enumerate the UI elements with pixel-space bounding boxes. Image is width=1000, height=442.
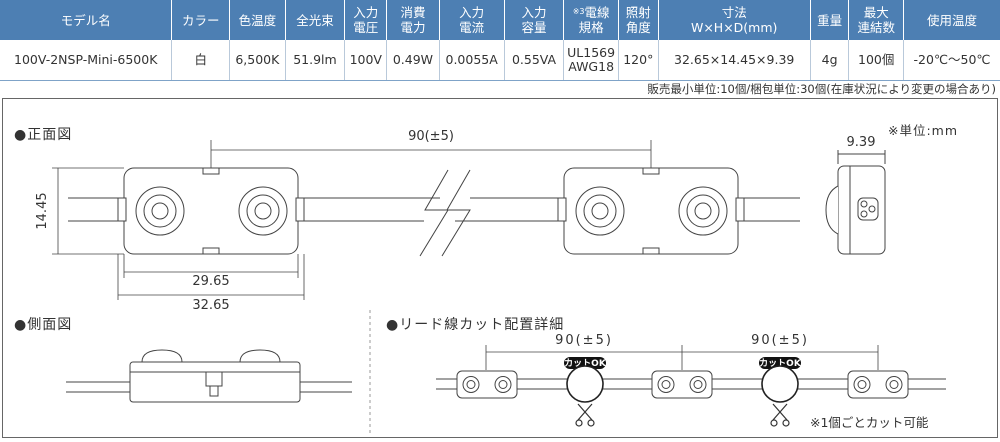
spacing-label: 90(±5) [408, 129, 454, 144]
height-label: 14.45 [35, 192, 50, 229]
diagram-panel [2, 98, 998, 438]
width-dimensions [117, 254, 305, 300]
cut-ok-label-1: カットOK [564, 358, 607, 369]
lead-cut-title: ●リード線カット配置詳細 [386, 317, 565, 333]
depth-view [825, 150, 886, 255]
front-view [68, 169, 800, 257]
column-header: ※3電線規格 [563, 0, 619, 40]
column-header: モデル名 [0, 0, 173, 40]
table-cell: 6,500K [229, 40, 286, 81]
led-module-right [557, 167, 745, 255]
cut-ok-badge-1 [564, 357, 606, 369]
spec-table-header: モデル名カラー色温度全光束入力電圧消費電力入力電流入力容量※3電線規格照射角度寸… [0, 0, 1000, 40]
column-header: 色温度 [229, 0, 286, 40]
lead-spacing-1: 90(±5) [555, 333, 613, 348]
column-header: 入力電圧 [344, 0, 388, 40]
table-cell: 51.9lm [285, 40, 346, 81]
column-header: 重量 [810, 0, 850, 40]
table-cell: 白 [171, 40, 231, 81]
cut-point-1: カットOK [564, 357, 607, 427]
table-cell: 100個 [848, 40, 904, 81]
cut-ok-badge-2 [759, 357, 801, 369]
column-header: 入力容量 [504, 0, 565, 40]
column-header: 消費電力 [386, 0, 440, 40]
unit-note: ※単位:mm [888, 123, 959, 138]
table-cell: 0.0055A [439, 40, 505, 81]
cut-point-2: カットOK [759, 357, 802, 427]
side-view-title: ●側面図 [14, 317, 73, 333]
column-header: 照射角度 [618, 0, 659, 40]
side-view [66, 349, 352, 403]
footnote-mark: ※3 [572, 7, 585, 16]
table-cell: 0.49W [386, 40, 440, 81]
scissors-icon [770, 403, 790, 427]
table-cell: 32.65×14.45×9.39 [658, 40, 811, 81]
table-cell: 120° [618, 40, 659, 81]
sales-unit-note: 販売最小単位:10個/梱包単位:30個(在庫状況により変更の場合あり) [647, 82, 996, 96]
lead-module-2 [651, 370, 713, 399]
height-dimension [52, 167, 124, 255]
column-header: 入力電流 [439, 0, 505, 40]
column-header: 使用温度 [903, 0, 1000, 40]
outer-width-label: 32.65 [192, 298, 229, 313]
lead-module-3 [847, 370, 909, 399]
lead-spacing-2: 90(±5) [751, 333, 809, 348]
lead-dimension [485, 345, 879, 370]
table-cell: 100V-2NSP-Mini-6500K [0, 40, 173, 81]
spec-table: モデル名カラー色温度全光束入力電圧消費電力入力電流入力容量※3電線規格照射角度寸… [0, 0, 1000, 81]
table-cell: -20℃〜50℃ [903, 40, 1000, 81]
table-cell: 0.55VA [504, 40, 565, 81]
column-header: 最大連結数 [848, 0, 904, 40]
table-cell: 4g [810, 40, 850, 81]
column-header: カラー [171, 0, 231, 40]
inner-width-label: 29.65 [192, 274, 229, 289]
lead-module-1 [456, 370, 518, 399]
scissors-icon [575, 403, 595, 427]
spacing-dimension [210, 140, 652, 168]
depth-label: 9.39 [847, 135, 876, 150]
front-view-title: ●正面図 [14, 127, 73, 143]
cut-ok-label-2: カットOK [759, 358, 802, 369]
cut-note: ※1個ごとカット可能 [810, 415, 929, 430]
led-module-left [117, 167, 305, 255]
table-cell: 100V [344, 40, 388, 81]
column-header: 全光束 [285, 0, 346, 40]
